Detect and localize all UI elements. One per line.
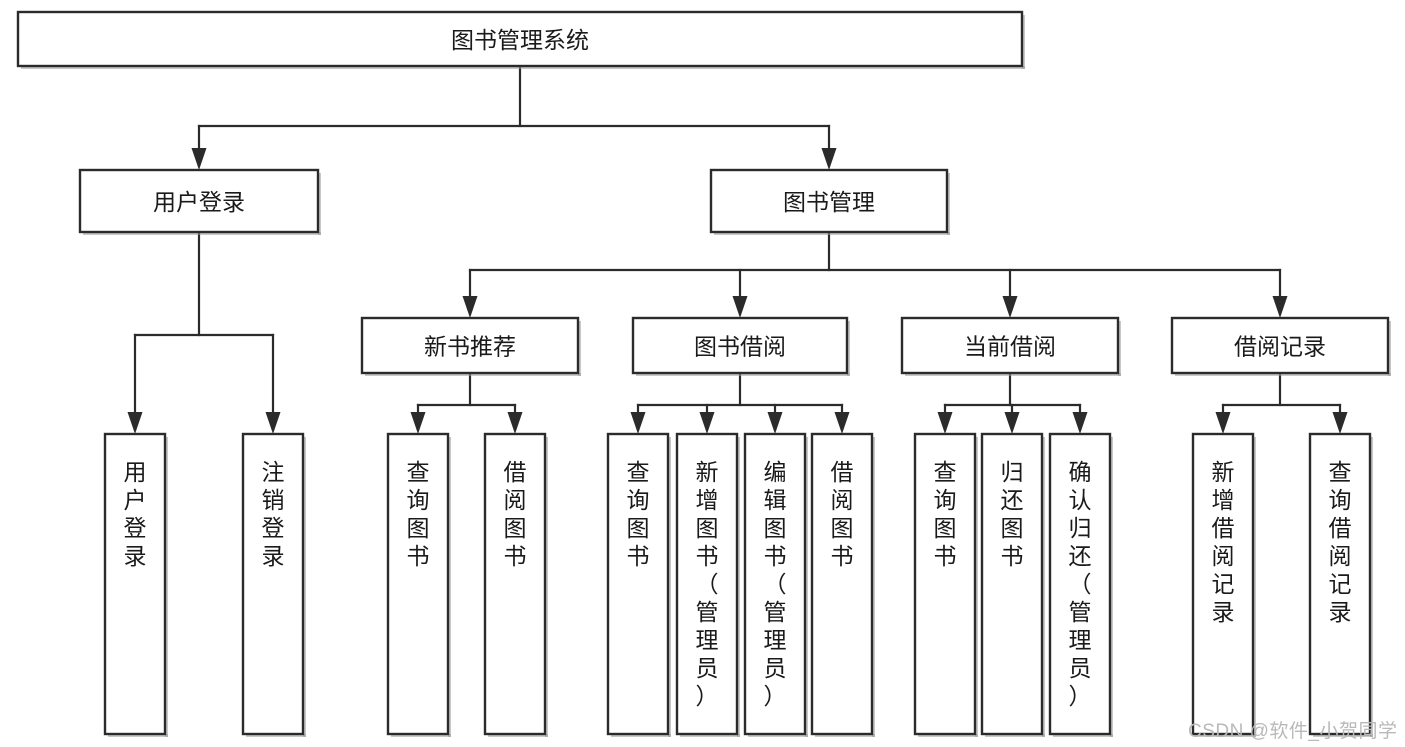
node-leaf-cur-query[interactable]: 查询图书	[913, 432, 978, 737]
edge-arrow-icon	[767, 412, 783, 434]
node-label: 确认归还（管理员）	[1069, 459, 1092, 709]
node-leaf-nb-query[interactable]: 查询图书	[386, 432, 451, 737]
edge-arrow-icon	[732, 296, 748, 318]
edge-arrow-icon	[821, 148, 837, 170]
node-box[interactable]	[16, 10, 1024, 68]
node-leaf-bw-query[interactable]: 查询图书	[606, 432, 671, 737]
node-leaf-rec-query[interactable]: 查询借阅记录	[1308, 432, 1373, 737]
node-login[interactable]: 用户登录	[78, 168, 321, 235]
edge-arrow-icon	[191, 148, 207, 170]
node-label: 图书管理	[783, 189, 875, 215]
node-box[interactable]	[980, 432, 1044, 736]
node-box[interactable]	[900, 316, 1120, 375]
edges-layer	[127, 64, 1348, 434]
node-label: 图书借阅	[694, 334, 786, 360]
node-box[interactable]	[810, 432, 874, 736]
node-label: 借阅图书	[831, 459, 854, 569]
node-root[interactable]: 图书管理系统	[16, 10, 1025, 69]
edge-arrow-icon	[265, 412, 281, 434]
node-label: 图书管理系统	[451, 27, 589, 53]
node-label: 查询图书	[627, 459, 650, 569]
node-leaf-userlogin[interactable]: 用户登录	[103, 432, 168, 737]
node-bookmgmt[interactable]: 图书管理	[709, 168, 950, 235]
node-label: 用户登录	[124, 459, 147, 569]
node-leaf-cur-return[interactable]: 归还图书	[980, 432, 1045, 737]
node-box[interactable]	[675, 432, 739, 736]
node-leaf-bw-borrow[interactable]: 借阅图书	[810, 432, 875, 737]
edge-group	[1215, 371, 1348, 434]
node-box[interactable]	[1191, 432, 1255, 736]
node-current[interactable]: 当前借阅	[900, 316, 1121, 376]
edge-group	[127, 230, 281, 434]
node-box[interactable]	[483, 432, 547, 736]
node-label: 编辑图书（管理员）	[764, 459, 787, 709]
node-leaf-logout[interactable]: 注销登录	[241, 432, 306, 737]
edge-group	[462, 230, 1288, 318]
node-box[interactable]	[743, 432, 807, 736]
node-label: 新增借阅记录	[1212, 459, 1235, 625]
edge-arrow-icon	[1004, 412, 1020, 434]
node-box[interactable]	[78, 168, 320, 234]
node-leaf-bw-add[interactable]: 新增图书（管理员）	[675, 432, 740, 737]
node-box[interactable]	[360, 316, 580, 375]
node-label: 查询借阅记录	[1329, 459, 1352, 625]
node-label: 借阅图书	[504, 459, 527, 569]
edge-arrow-icon	[1002, 296, 1018, 318]
node-box[interactable]	[103, 432, 167, 736]
edge-arrow-icon	[462, 296, 478, 318]
node-leaf-bw-edit[interactable]: 编辑图书（管理员）	[743, 432, 808, 737]
node-label: 新增图书（管理员）	[696, 459, 719, 709]
node-label: 用户登录	[153, 189, 245, 215]
node-box[interactable]	[606, 432, 670, 736]
node-leaf-rec-add[interactable]: 新增借阅记录	[1191, 432, 1256, 737]
node-records[interactable]: 借阅记录	[1170, 316, 1391, 376]
node-box[interactable]	[1048, 432, 1112, 736]
edge-group	[191, 64, 837, 170]
edge-arrow-icon	[834, 412, 850, 434]
node-label: 查询图书	[934, 459, 957, 569]
node-label: 归还图书	[1001, 459, 1024, 569]
node-box[interactable]	[913, 432, 977, 736]
edge-arrow-icon	[410, 412, 426, 434]
node-label: 当前借阅	[964, 334, 1056, 360]
node-box[interactable]	[386, 432, 450, 736]
node-label: 查询图书	[407, 459, 430, 569]
edge-arrow-icon	[1215, 412, 1231, 434]
edge-arrow-icon	[699, 412, 715, 434]
node-label: 注销登录	[262, 459, 285, 569]
node-newbook[interactable]: 新书推荐	[360, 316, 581, 376]
edge-group	[630, 371, 850, 434]
edge-arrow-icon	[1072, 412, 1088, 434]
edge-group	[410, 371, 523, 434]
node-label: 借阅记录	[1234, 334, 1326, 360]
node-box[interactable]	[1170, 316, 1390, 375]
edge-arrow-icon	[630, 412, 646, 434]
edge-arrow-icon	[1272, 296, 1288, 318]
edge-group	[937, 371, 1088, 434]
node-box[interactable]	[241, 432, 305, 736]
node-label: 新书推荐	[424, 334, 516, 360]
edge-arrow-icon	[937, 412, 953, 434]
node-leaf-nb-borrow[interactable]: 借阅图书	[483, 432, 548, 737]
node-box[interactable]	[1308, 432, 1372, 736]
node-borrow[interactable]: 图书借阅	[631, 316, 850, 376]
node-leaf-cur-confirm[interactable]: 确认归还（管理员）	[1048, 432, 1113, 737]
edge-arrow-icon	[507, 412, 523, 434]
node-box[interactable]	[709, 168, 949, 234]
nodes-layer: 图书管理系统用户登录图书管理新书推荐图书借阅当前借阅借阅记录用户登录注销登录查询…	[16, 10, 1391, 737]
edge-arrow-icon	[1332, 412, 1348, 434]
node-box[interactable]	[631, 316, 849, 375]
edge-arrow-icon	[127, 412, 143, 434]
